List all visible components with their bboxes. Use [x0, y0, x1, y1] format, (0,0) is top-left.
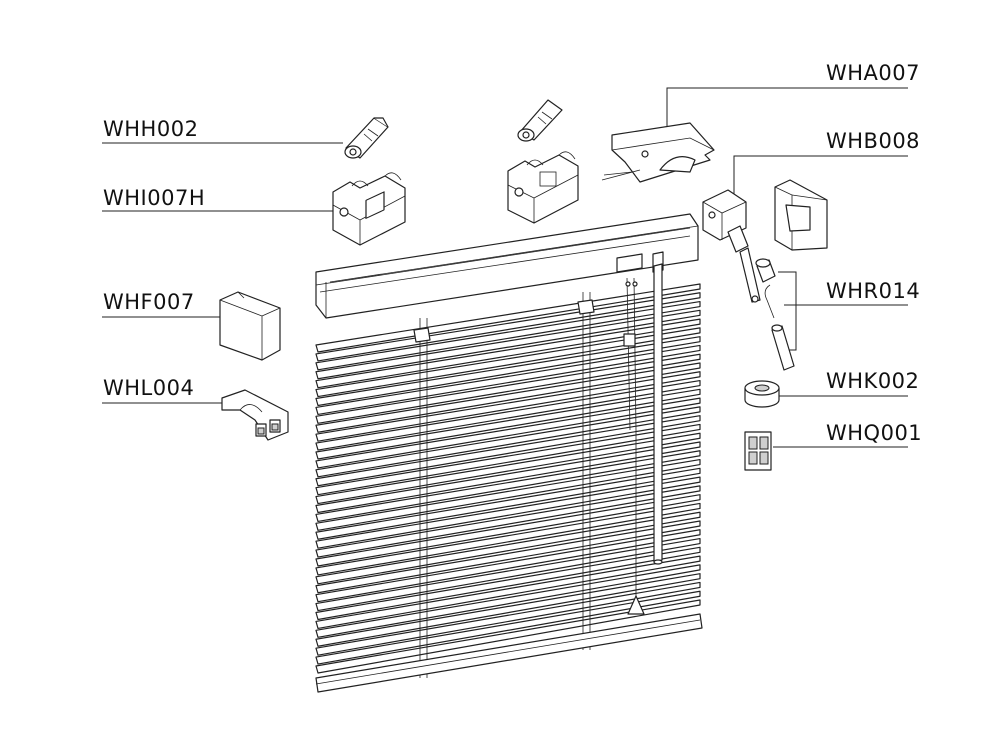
slat	[315, 441, 701, 514]
slat	[315, 467, 701, 540]
part-code-whk002: WHK002	[826, 369, 919, 393]
slat	[315, 423, 701, 496]
headrail	[315, 213, 699, 319]
leader-line-wha007	[666, 87, 908, 128]
tilt-mechanism-icon	[702, 189, 761, 303]
mounting-bracket-icon	[774, 179, 828, 251]
slat	[315, 564, 701, 638]
slat	[315, 599, 701, 674]
part-code-whr014: WHR014	[826, 279, 920, 303]
slat	[315, 300, 701, 371]
slat	[315, 485, 701, 558]
label-whr014: WHR014	[778, 271, 920, 351]
headrail-bracket-mechanism-icon	[601, 122, 715, 183]
leader-line-whb008	[733, 155, 908, 195]
slat	[315, 292, 701, 362]
part-code-whl004: WHL004	[103, 376, 194, 400]
bottom-rail	[315, 613, 703, 693]
label-whb008: WHB008	[733, 129, 920, 195]
slat	[315, 476, 701, 549]
slat	[315, 590, 701, 665]
end-cap-icon	[219, 291, 281, 361]
cradle-icon	[507, 151, 579, 224]
label-whh002: WHH002	[102, 117, 343, 144]
slat	[315, 371, 701, 442]
tilt-wand	[653, 263, 663, 563]
slat	[315, 327, 701, 398]
slat	[315, 581, 701, 656]
slat	[315, 406, 701, 478]
slat	[315, 318, 701, 389]
slat	[315, 336, 701, 407]
slat	[315, 502, 701, 576]
cord-tassel	[627, 595, 645, 615]
slat	[315, 450, 701, 523]
slat	[315, 555, 701, 630]
part-code-whq001: WHQ001	[826, 421, 922, 445]
ladder-clip-icon	[221, 389, 289, 441]
part-code-whf007: WHF007	[103, 290, 195, 314]
part-code-whi007h: WHI007H	[103, 186, 205, 210]
label-whi007h: WHI007H	[102, 186, 333, 212]
lift-cord	[626, 277, 631, 431]
label-wha007: WHA007	[666, 61, 920, 128]
venetian-blind-assembly	[315, 213, 703, 693]
slat	[315, 529, 701, 603]
cradle-icon	[332, 172, 406, 246]
slat	[315, 537, 701, 612]
slat	[315, 283, 701, 353]
slat	[315, 388, 701, 460]
cord-lock-spool-icon	[744, 380, 780, 408]
part-code-whh002: WHH002	[103, 117, 198, 141]
slat	[315, 344, 701, 416]
slat	[315, 362, 701, 433]
slat-stack	[315, 283, 701, 674]
slat	[315, 520, 701, 594]
slat	[315, 511, 701, 585]
label-whl004: WHL004	[102, 376, 222, 404]
window-plate-icon	[744, 431, 772, 471]
tape-drum-icon	[517, 99, 563, 142]
slat	[315, 458, 701, 531]
slat	[315, 397, 701, 469]
slat	[315, 379, 701, 451]
slat	[315, 573, 701, 647]
slat	[315, 415, 701, 487]
tape-drum-icon	[344, 117, 389, 159]
label-whk002: WHK002	[779, 369, 919, 397]
slat	[315, 432, 701, 505]
slat	[315, 309, 701, 380]
part-code-whb008: WHB008	[826, 129, 920, 153]
wand-hook-icon	[755, 258, 795, 371]
label-whf007: WHF007	[102, 290, 220, 318]
slat	[315, 353, 701, 424]
label-whq001: WHQ001	[773, 421, 922, 448]
slat	[315, 494, 701, 567]
slat	[315, 546, 701, 621]
part-code-wha007: WHA007	[826, 61, 920, 85]
